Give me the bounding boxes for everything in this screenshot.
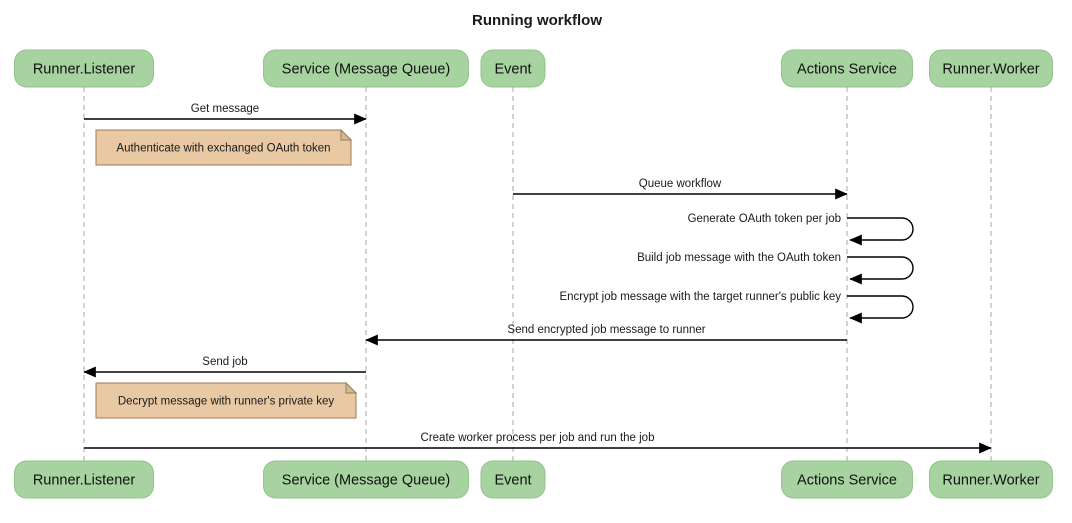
participant-label: Service (Message Queue) — [282, 61, 450, 77]
note-label: Decrypt message with runner's private ke… — [118, 396, 335, 408]
message-encrypt-msg[interactable]: Encrypt job message with the target runn… — [559, 291, 914, 324]
participant-box — [929, 49, 1053, 88]
participant-box — [14, 460, 154, 499]
participant-box — [480, 49, 546, 88]
participant-top-actions-service[interactable]: Actions Service — [781, 49, 913, 88]
participant-label: Actions Service — [797, 61, 897, 77]
page-title: Running workflow — [472, 12, 602, 29]
participant-box — [14, 49, 154, 88]
message-label: Send job — [202, 356, 247, 368]
self-call-path — [847, 217, 914, 246]
note-body — [95, 129, 352, 166]
participant-top-runner-listener[interactable]: Runner.Listener — [14, 49, 154, 88]
participant-top-runner-worker[interactable]: Runner.Worker — [929, 49, 1053, 88]
note-body — [95, 382, 357, 419]
participant-label: Event — [494, 472, 531, 488]
participant-bottom-runner-listener[interactable]: Runner.Listener — [14, 460, 154, 499]
participant-label: Event — [494, 61, 531, 77]
message-gen-token[interactable]: Generate OAuth token per job — [688, 213, 914, 246]
message-send-encrypted[interactable]: Send encrypted job message to runner — [365, 324, 847, 346]
message-label: Generate OAuth token per job — [688, 213, 841, 225]
self-call-path — [847, 256, 914, 285]
message-queue-workflow[interactable]: Queue workflow — [513, 178, 848, 200]
message-label: Get message — [191, 103, 259, 115]
participant-box — [781, 49, 913, 88]
participant-label: Runner.Listener — [33, 472, 136, 488]
participant-bottom-event[interactable]: Event — [480, 460, 546, 499]
note-authenticate: Authenticate with exchanged OAuth token — [95, 128, 353, 166]
message-label: Send encrypted job message to runner — [507, 324, 705, 336]
participant-label: Service (Message Queue) — [282, 472, 450, 488]
participant-top-event[interactable]: Event — [480, 49, 546, 88]
message-get-message[interactable]: Get message — [84, 103, 367, 125]
self-call-path — [847, 295, 914, 324]
participant-box — [781, 460, 913, 499]
participant-label: Actions Service — [797, 472, 897, 488]
participant-label: Runner.Listener — [33, 61, 136, 77]
participant-label: Runner.Worker — [942, 472, 1039, 488]
note-fold-corner-icon — [345, 381, 358, 394]
participant-bottom-actions-service[interactable]: Actions Service — [781, 460, 913, 499]
participant-bottom-service-mq[interactable]: Service (Message Queue) — [263, 460, 469, 499]
message-label: Create worker process per job and run th… — [421, 432, 655, 444]
notes-layer: Authenticate with exchanged OAuth tokenD… — [95, 128, 358, 419]
message-label: Encrypt job message with the target runn… — [559, 291, 841, 303]
message-create-worker[interactable]: Create worker process per job and run th… — [84, 432, 992, 454]
participant-box — [263, 49, 469, 88]
participant-top-service-mq[interactable]: Service (Message Queue) — [263, 49, 469, 88]
message-build-msg[interactable]: Build job message with the OAuth token — [637, 252, 914, 285]
participant-box — [929, 460, 1053, 499]
note-decrypt: Decrypt message with runner's private ke… — [95, 381, 358, 419]
participant-label: Runner.Worker — [942, 61, 1039, 77]
note-label: Authenticate with exchanged OAuth token — [116, 143, 330, 155]
participant-box — [480, 460, 546, 499]
message-send-job[interactable]: Send job — [83, 356, 366, 378]
message-label: Build job message with the OAuth token — [637, 252, 841, 264]
participant-box — [263, 460, 469, 499]
participant-bottom-runner-worker[interactable]: Runner.Worker — [929, 460, 1053, 499]
note-fold-corner-icon — [340, 128, 353, 141]
message-label: Queue workflow — [639, 178, 722, 190]
